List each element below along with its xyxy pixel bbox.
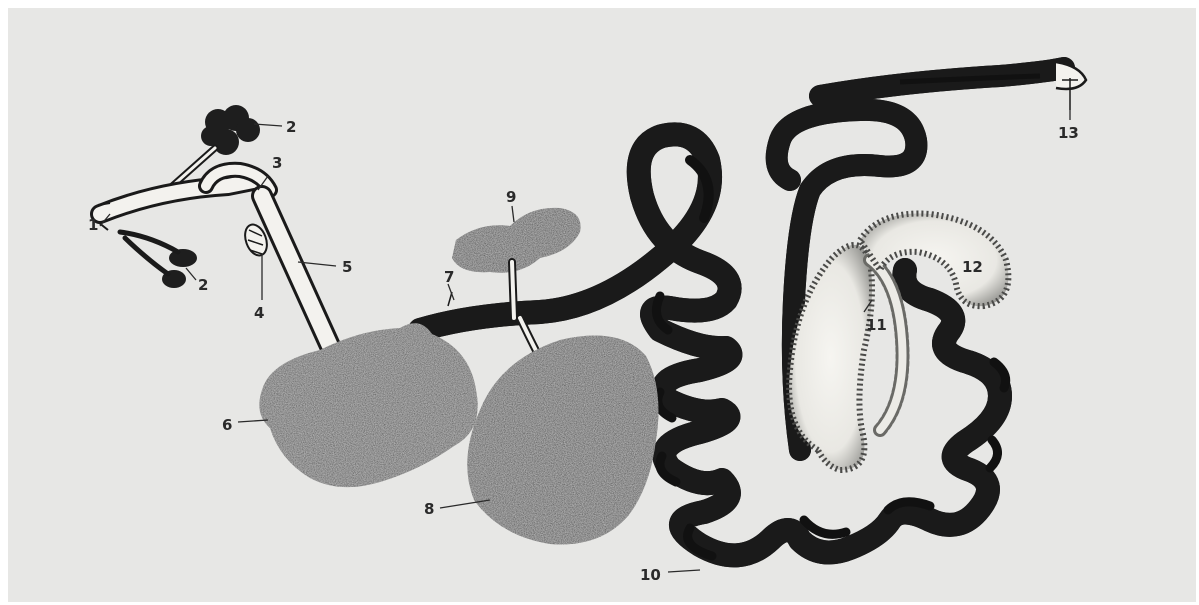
label-9: 9 bbox=[506, 188, 516, 206]
label-10: 10 bbox=[640, 566, 661, 584]
label-3: 3 bbox=[272, 154, 282, 172]
salivary-gland-lower bbox=[120, 232, 197, 288]
label-11: 11 bbox=[866, 316, 887, 334]
gizzard bbox=[467, 336, 658, 545]
label-2-upper: 2 bbox=[286, 118, 296, 136]
proventriculus bbox=[259, 323, 477, 487]
label-1: 1 bbox=[88, 216, 98, 234]
label-6: 6 bbox=[222, 416, 232, 434]
label-4: 4 bbox=[254, 304, 264, 322]
label-12: 12 bbox=[962, 258, 983, 276]
label-13: 13 bbox=[1058, 124, 1079, 142]
label-7: 7 bbox=[444, 268, 454, 286]
label-5: 5 bbox=[342, 258, 352, 276]
label-8: 8 bbox=[424, 500, 434, 518]
label-2-lower: 2 bbox=[198, 276, 208, 294]
oesophagus bbox=[262, 196, 330, 346]
liver bbox=[452, 208, 581, 273]
